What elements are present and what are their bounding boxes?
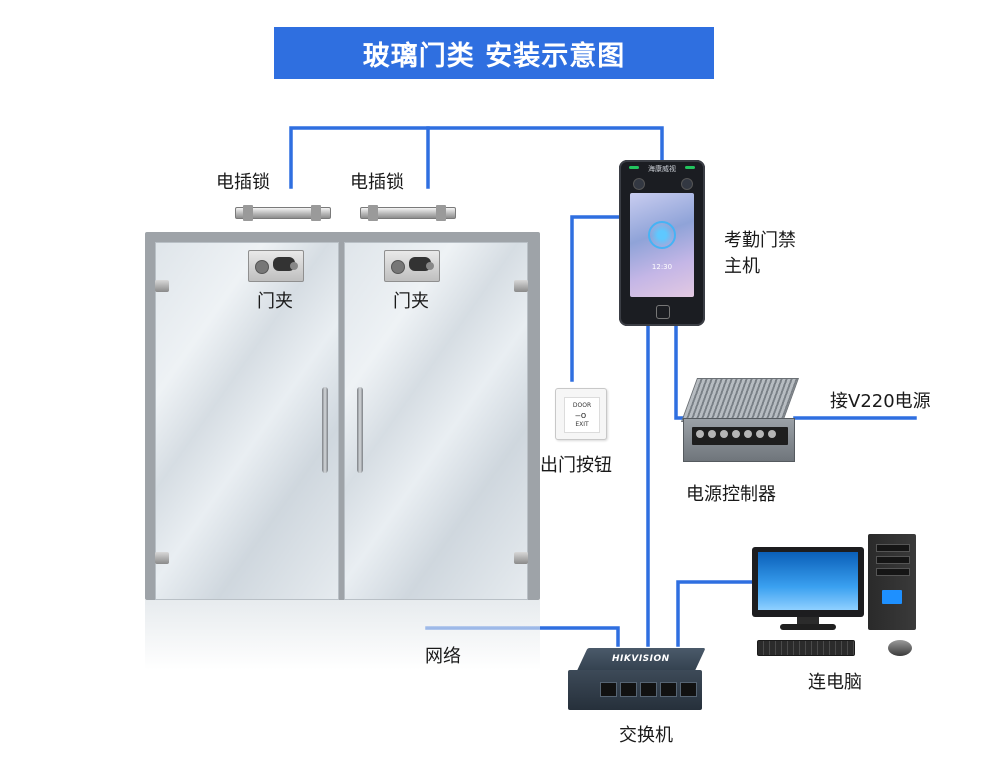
switch-brand: HIKVISION [612,654,670,664]
ethernet-port-icon [640,682,657,697]
camera-icon [633,178,645,190]
hinge-icon [514,280,528,292]
exit-button-label: 出门按钮 [540,455,612,476]
key-icon: ‒o [575,411,587,421]
door-panel-left [155,242,339,600]
clamp-right-label: 门夹 [393,291,429,312]
wire-exit-button [570,215,621,382]
network-switch: HIKVISION [568,648,708,710]
monitor-stand-base [780,624,836,630]
mouse-icon [888,640,912,656]
access-control-terminal: 海康威视 12:30 [619,160,705,326]
wire-locks-to-terminal [289,126,664,189]
lock-right-label: 电插锁 [350,172,404,193]
exit-button-device: DOOR ‒o EXIT [555,388,607,440]
monitor-stand [797,617,819,626]
computer-tower [868,534,916,630]
computer-monitor [752,547,864,617]
hinge-icon [155,552,169,564]
electric-lock-right [360,205,456,221]
ethernet-port-icon [600,682,617,697]
page-title: 玻璃门类 安装示意图 [362,40,626,72]
door-panel-right [344,242,528,600]
hinge-icon [514,552,528,564]
keyboard-icon [757,640,855,656]
exit-button-bottom-text: EXIT [575,421,589,428]
ethernet-port-icon [680,682,697,697]
fingerprint-sensor-icon [656,305,670,319]
terminal-label-line1: 考勤门禁 [724,230,796,251]
wire-switch-to-computer [676,580,754,647]
electric-lock-left [235,205,331,221]
terminal-brand: 海康威视 [648,165,676,173]
camera-icon [681,178,693,190]
status-led-icon [685,166,695,169]
title-banner: 玻璃门类 安装示意图 [274,27,714,79]
power-supply-unit [680,378,801,466]
network-label: 网络 [425,646,461,667]
tower-display-icon [882,590,902,604]
hinge-icon [155,280,169,292]
door-reflection [145,600,540,670]
power-controller-label: 电源控制器 [686,484,776,505]
door-handle-left [322,387,328,473]
ethernet-port-icon [620,682,637,697]
exit-button-top-text: DOOR [572,402,592,409]
lock-left-label: 电插锁 [216,172,270,193]
terminal-screen: 12:30 [630,193,694,297]
face-scan-icon [648,221,676,249]
status-led-icon [629,166,639,169]
door-clamp-left [248,250,304,282]
glass-door [145,232,540,600]
switch-label: 交换机 [619,725,673,746]
door-handle-right [357,387,363,473]
door-clamp-right [384,250,440,282]
clamp-left-label: 门夹 [257,291,293,312]
power-input-label: 接V220电源 [830,391,931,412]
terminal-clock: 12:30 [651,263,673,271]
ethernet-port-icon [660,682,677,697]
computer-label: 连电脑 [808,672,862,693]
terminal-label-line2: 主机 [724,256,760,277]
